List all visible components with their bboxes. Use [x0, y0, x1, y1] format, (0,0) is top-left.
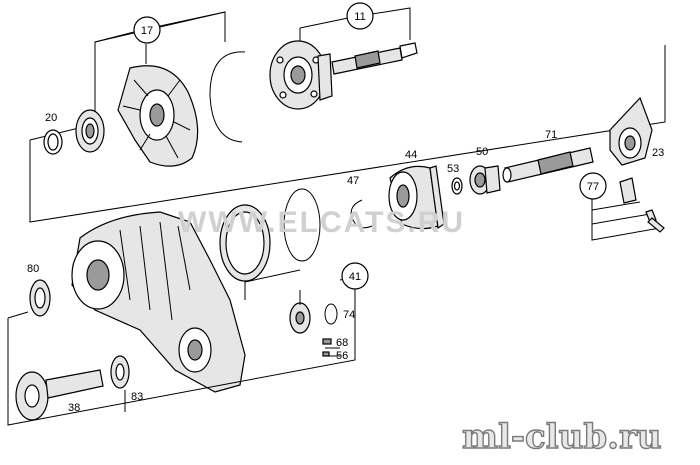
part-41-bearing[interactable] [289, 302, 311, 334]
label-83: 83 [131, 391, 143, 403]
part-11-shaft[interactable] [331, 42, 418, 75]
label-53: 53 [447, 163, 459, 175]
label-50: 50 [476, 146, 488, 158]
logo-text: ml-club.ru [462, 417, 662, 457]
part-snap-ring-upper[interactable] [209, 51, 246, 143]
part-23-bracket-plate[interactable] [609, 96, 653, 166]
callout-11: 11 [346, 2, 374, 30]
callout-17-leaders [94, 11, 226, 64]
callout-41: 41 [341, 262, 369, 290]
part-53-small-ring[interactable] [451, 177, 463, 195]
label-71: 71 [545, 129, 557, 141]
label-47: 47 [347, 175, 359, 187]
part-50-gear-hub[interactable] [469, 165, 501, 195]
part-11-planetary-carrier[interactable] [269, 40, 333, 110]
label-68: 68 [336, 337, 348, 349]
part-bearing-small[interactable] [75, 109, 105, 153]
part-56-pin[interactable] [322, 351, 330, 357]
callout-17: 17 [133, 16, 161, 44]
part-47-snap-ring[interactable] [350, 199, 373, 229]
part-68-key[interactable] [322, 338, 332, 345]
part-ring-gear[interactable] [219, 204, 271, 282]
callout-77: 77 [579, 172, 607, 200]
label-80: 80 [27, 263, 39, 275]
svg-text:17: 17 [141, 25, 153, 37]
part-38-output-flange[interactable] [15, 369, 104, 421]
part-17-shield-plate[interactable] [117, 65, 199, 167]
part-83-seal[interactable] [110, 355, 130, 389]
label-44: 44 [405, 149, 417, 161]
label-23: 23 [652, 147, 664, 159]
svg-text:77: 77 [587, 181, 599, 193]
svg-text:11: 11 [354, 11, 365, 23]
callout-11-leaders [299, 7, 411, 42]
part-74-ring[interactable] [324, 303, 338, 325]
label-56: 56 [336, 350, 348, 362]
part-20-seal-ring[interactable] [43, 129, 63, 155]
label-38: 38 [68, 402, 80, 414]
part-44-gear-housing[interactable] [388, 165, 445, 230]
part-71-output-shaft[interactable] [502, 147, 594, 183]
part-transfer-case-housing[interactable] [71, 211, 246, 393]
upper-group-frame [29, 45, 666, 223]
part-77-sensor-group[interactable] [591, 177, 665, 241]
part-large-snap-ring[interactable] [283, 188, 321, 262]
watermark-text: WWW.ELCATS.RU [178, 206, 465, 239]
label-20: 20 [45, 112, 57, 124]
label-74: 74 [343, 309, 355, 321]
part-80-seal[interactable] [29, 279, 51, 317]
svg-text:41: 41 [349, 271, 361, 283]
